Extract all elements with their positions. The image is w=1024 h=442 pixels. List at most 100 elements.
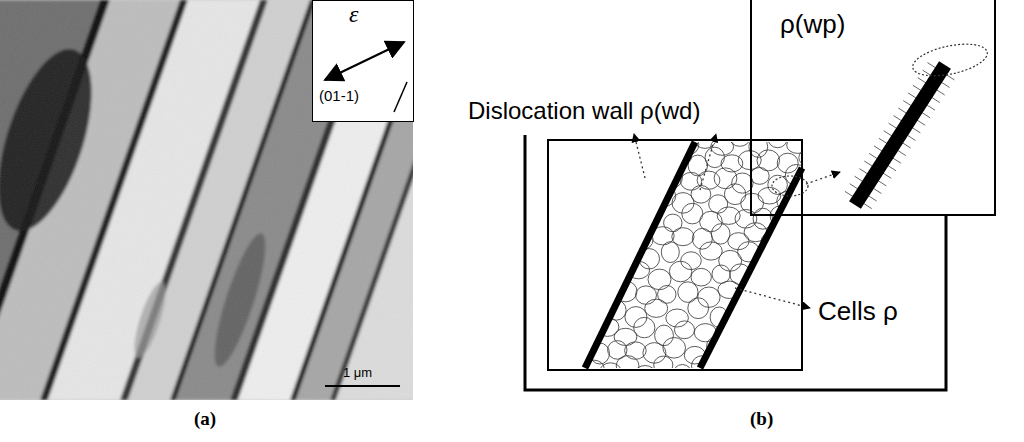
cell-outline [620,212,642,233]
cell-outline [785,302,807,322]
cell-outline [569,223,590,242]
cell-outline [777,289,796,309]
inset-ground [312,0,414,122]
cell-outline [724,184,745,205]
cell-block [548,140,802,370]
cell-outline [711,224,730,244]
cell-outline [712,265,730,283]
cell-outline [750,168,769,185]
cell-outline [599,204,622,224]
cell-outline [747,336,769,356]
cell-outline [559,243,579,263]
cell-outline [551,301,574,322]
cell-outline [565,128,586,147]
cell-outline [611,223,631,243]
cell-outline [796,359,817,375]
cell-outline [634,366,656,384]
cell-outline [714,168,737,189]
cell-outline [562,174,582,194]
wall-label: Dislocation wall ρ(wd) [468,97,700,125]
cell-outline [764,263,787,280]
cell-outline [766,347,789,363]
leader-arrow [700,134,716,190]
cell-outline [678,282,698,303]
cell-outline [800,260,819,281]
cell-outline [733,359,756,378]
panel-label: (b) [750,408,773,430]
cell-outline [577,281,599,298]
leader-arrow [634,134,645,178]
cell-outline [712,364,735,381]
cell-outline [594,187,612,208]
scale-bar [325,385,400,387]
cell-outline [672,193,694,214]
cell-outline [567,361,586,380]
cell-outline [625,307,647,328]
cell-outline [645,299,668,317]
leader-arrow [806,172,840,184]
cell-outline [596,247,619,266]
cell-outline [804,175,827,195]
cell-outline [779,222,801,242]
cell-outline [616,356,639,377]
cell-outline [673,365,693,386]
tem-micrograph [0,0,413,400]
plane-trace [394,82,407,112]
cell-outline [814,364,836,384]
cell-outline [648,269,671,290]
cell-outline [804,204,827,224]
cell-outline [787,137,809,153]
detail-ellipse [910,38,990,81]
cell-outline [669,261,691,282]
cell-outline [778,318,796,337]
cell-outline [643,343,666,364]
cell-outline [777,153,798,173]
scale-label: 1 μm [343,366,372,381]
cell-outline [663,338,686,359]
strain-symbol: ε [349,1,358,29]
cell-outline [548,231,571,252]
cell-outline [735,210,757,229]
cell-outline [799,150,817,166]
cell-outline [782,270,804,289]
cell-outline [658,286,676,304]
cell-outline [786,339,808,358]
cell-outline [796,326,817,347]
cell-outline [569,304,591,323]
cell-outline [549,264,572,280]
dislocation-cells [548,128,836,386]
cell-outline [806,342,826,363]
panel-label: (a) [194,408,216,430]
cell-outline [807,130,830,150]
cell-outline [644,174,664,194]
cell-outline [727,346,747,367]
cell-outline [597,150,615,167]
cell-outline [575,152,595,171]
cell-outline [614,328,637,345]
cell-outline [700,242,722,260]
cell-outline [774,245,793,264]
cell-outline [758,187,781,204]
cell-outline [675,321,695,339]
cell-outline [748,305,770,324]
cell-outline [691,186,711,204]
cell-outline [758,279,778,300]
cell-outline [644,133,664,151]
cell-outline [717,207,740,224]
cell-outline [634,317,655,337]
cell-outline [577,247,599,268]
strain-arrow [325,42,404,80]
leader-arrow [735,288,810,308]
cell-outline [736,320,758,340]
cell-outline [591,233,609,250]
cell-outline [729,128,750,147]
cell-outline [560,289,579,308]
cell-outline [624,133,646,154]
cell-outline [588,260,607,281]
cell-outline [697,171,720,189]
cell-outline [793,282,814,298]
cell-outline [636,286,657,304]
cell-outline [691,268,711,286]
wall-hatching [845,63,955,209]
